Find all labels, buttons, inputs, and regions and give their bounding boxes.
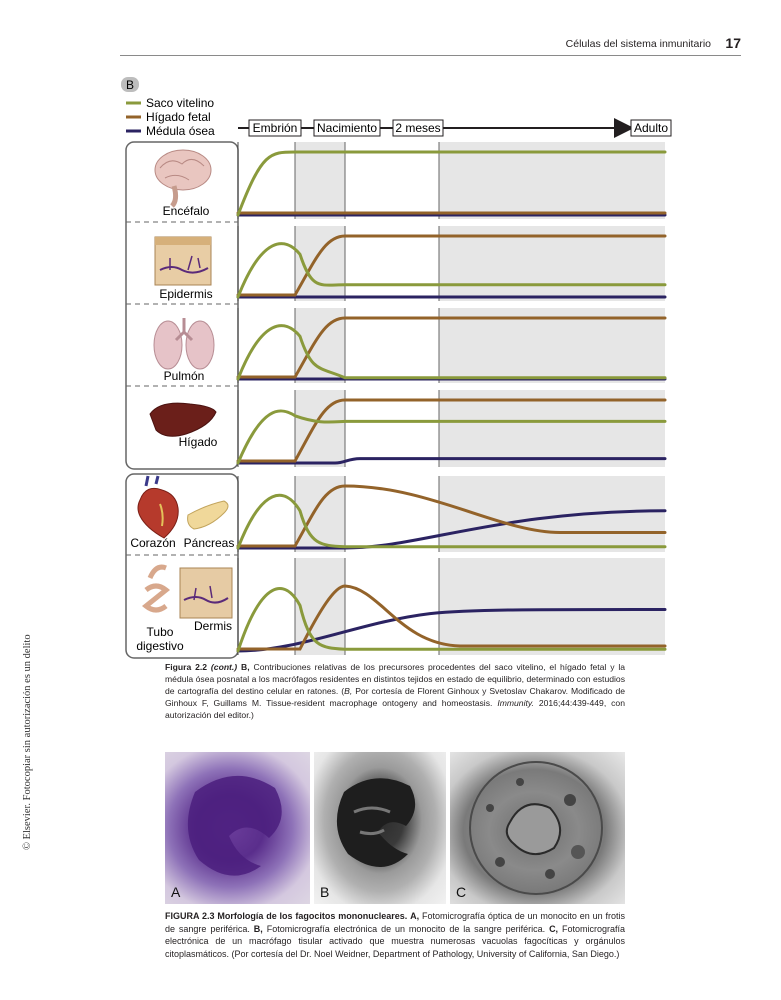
caption-credit: Por cortesía de Florent Ginhoux y Svetos… bbox=[165, 686, 626, 708]
panel-letter-badge bbox=[121, 77, 139, 92]
timeline-birth: Nacimiento bbox=[317, 121, 377, 135]
curve-yolk bbox=[236, 409, 667, 465]
curve-yolk bbox=[236, 587, 667, 653]
timeline-box-embryo bbox=[248, 119, 302, 137]
tissue-label-pancreas: Páncreas bbox=[184, 536, 235, 550]
plot-shade-perinatal bbox=[295, 142, 345, 219]
caption-cont: (cont.) bbox=[210, 662, 238, 672]
legend-label-liver: Hígado fetal bbox=[146, 110, 211, 124]
figure-2-2-caption: Figura 2.2 (cont.) B, Contribuciones rel… bbox=[165, 661, 625, 721]
curve-liver bbox=[236, 398, 667, 463]
plot-shade-postnatal bbox=[439, 558, 665, 655]
micrograph-c: C bbox=[450, 752, 625, 904]
figure-2-2-diagram: B Saco vitelino Hígado fetal Médula ósea… bbox=[121, 77, 672, 659]
caption-title: Morfología de los fagocitos mononucleare… bbox=[217, 911, 408, 921]
legend-label-marrow: Médula ósea bbox=[146, 124, 215, 138]
caption-c-text: Fotomicrografía electrónica de un macróf… bbox=[165, 923, 626, 959]
liver-illustration bbox=[149, 402, 217, 437]
monocyte-nucleus bbox=[187, 775, 282, 876]
caption-b-text: Fotomicrografía electrónica de un monoci… bbox=[266, 923, 546, 934]
timeline: Embrión Nacimiento 2 meses Adulto bbox=[238, 118, 672, 138]
lung-illustration bbox=[153, 318, 215, 370]
monocyte-em-nucleus bbox=[336, 778, 416, 867]
caption-label: FIGURA 2.3 bbox=[165, 911, 215, 921]
page-number: 17 bbox=[725, 35, 741, 51]
tissue-label-gut-2: digestivo bbox=[136, 639, 184, 653]
caption-a: A, bbox=[410, 911, 420, 921]
heart-illustration bbox=[137, 475, 179, 539]
tissue-label-lung: Pulmón bbox=[164, 369, 205, 383]
curve-marrow bbox=[236, 457, 667, 465]
curve-liver bbox=[236, 584, 667, 651]
curve-marrow bbox=[236, 608, 667, 653]
tissue-label-gut-1: Tubo bbox=[147, 625, 174, 639]
timeline-2months: 2 meses bbox=[395, 121, 440, 135]
caption-panel: B, bbox=[241, 662, 250, 672]
epidermis-illustration bbox=[154, 236, 212, 286]
timeline-box-adult bbox=[630, 119, 672, 137]
pancreas-illustration bbox=[187, 500, 229, 530]
micrograph-label-a: A bbox=[171, 884, 181, 900]
tissue-label-dermis: Dermis bbox=[194, 619, 232, 633]
tissue-label-liver: Hígado bbox=[179, 435, 218, 449]
tissue-label-brain: Encéfalo bbox=[163, 204, 210, 218]
caption-a-text: Fotomicrografía óptica de un monocito en… bbox=[165, 911, 625, 934]
curve-liver bbox=[236, 316, 667, 379]
micrograph-a: A bbox=[165, 752, 310, 904]
tissue-label-heart: Corazón bbox=[130, 536, 175, 550]
panel-letter: B bbox=[126, 78, 134, 92]
running-header-title: Células del sistema inmunitario bbox=[565, 38, 711, 50]
curve-liver bbox=[236, 234, 667, 297]
micrograph-label-b: B bbox=[320, 884, 330, 900]
plot-shade-postnatal bbox=[439, 308, 665, 383]
curve-yolk bbox=[236, 493, 667, 550]
plot-shade-postnatal bbox=[439, 390, 665, 467]
curve-yolk bbox=[236, 150, 667, 217]
plot-shade-postnatal bbox=[439, 226, 665, 301]
caption-b: B, bbox=[253, 923, 263, 934]
contribution-plots bbox=[236, 142, 667, 655]
plot-shade-perinatal bbox=[295, 558, 345, 655]
caption-citation: 2016;44:439-449, con autorización del ed… bbox=[165, 698, 625, 720]
timeline-adult: Adulto bbox=[634, 121, 668, 135]
curve-yolk bbox=[236, 242, 667, 299]
caption-text: Contribuciones relativas de los precurso… bbox=[165, 662, 626, 696]
caption-label: Figura 2.2 bbox=[165, 662, 208, 672]
legend-label-yolk: Saco vitelino bbox=[146, 96, 214, 110]
timeline-box-2months bbox=[392, 119, 444, 137]
caption-c: C, bbox=[549, 923, 559, 934]
micrograph-label-c: C bbox=[456, 884, 467, 900]
micrograph-b: B bbox=[314, 752, 446, 904]
group-frame-1 bbox=[125, 141, 239, 470]
brain-illustration bbox=[154, 149, 212, 208]
header-rule bbox=[120, 55, 741, 56]
legend: Saco vitelino Hígado fetal Médula ósea bbox=[126, 96, 215, 138]
dermis-illustration bbox=[179, 567, 233, 619]
curve-liver bbox=[236, 484, 667, 548]
caption-journal: Immunity. bbox=[497, 698, 534, 708]
gut-illustration bbox=[141, 564, 171, 613]
macrophage-em bbox=[469, 761, 603, 895]
timeline-embryo: Embrión bbox=[253, 121, 298, 135]
figure-2-3-caption: FIGURA 2.3 Morfología de los fagocitos m… bbox=[165, 910, 625, 960]
plot-shade-postnatal bbox=[439, 142, 665, 219]
tissue-label-epidermis: Epidermis bbox=[159, 287, 212, 301]
curve-yolk bbox=[236, 324, 667, 381]
timeline-box-birth bbox=[313, 119, 381, 137]
caption-italic-b: B, bbox=[344, 686, 353, 696]
